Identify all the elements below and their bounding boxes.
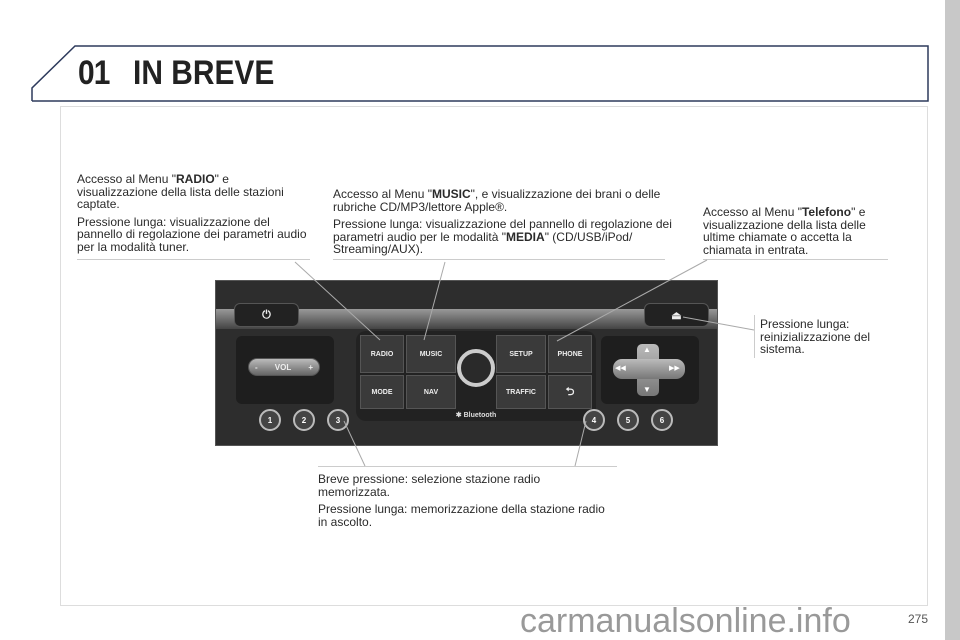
setup-button[interactable]: SETUP: [496, 335, 546, 373]
divider: [754, 315, 755, 358]
callout-music: Accesso al Menu "MUSIC", e visualizzazio…: [333, 187, 672, 256]
divider: [703, 259, 888, 260]
rotary-knob[interactable]: [457, 349, 495, 387]
music-button[interactable]: MUSIC: [406, 335, 456, 373]
content-frame: [60, 106, 928, 606]
main-controls: RADIO MUSIC SETUP PHONE MODE NAV TRAFFIC…: [356, 331, 596, 421]
eject-button[interactable]: ⏏: [644, 303, 709, 327]
volume-minus[interactable]: -: [255, 362, 258, 372]
divider: [333, 259, 665, 260]
volume-plus[interactable]: +: [308, 362, 313, 372]
phone-button[interactable]: PHONE: [548, 335, 592, 373]
radio-panel: ⏻ ⏏ -VOL+ RADIO MUSIC SETUP PHONE MODE N…: [215, 280, 718, 446]
preset-4-button[interactable]: 4: [583, 409, 605, 431]
radio-button[interactable]: RADIO: [360, 335, 404, 373]
divider: [318, 466, 617, 467]
bluetooth-label: ✱ Bluetooth: [455, 412, 497, 419]
preset-1-button[interactable]: 1: [259, 409, 281, 431]
page-title: IN BREVE: [133, 54, 275, 92]
nav-button[interactable]: NAV: [406, 375, 456, 409]
callout-presets: Breve pressione: selezione stazione radi…: [318, 472, 605, 529]
back-button[interactable]: ⮌: [548, 375, 592, 409]
preset-5-button[interactable]: 5: [617, 409, 639, 431]
callout-eject: Pressione lunga: reinizializzazione del …: [760, 317, 871, 356]
up-arrow-icon[interactable]: ▲: [643, 345, 651, 354]
callout-radio: Accesso al Menu "RADIO" e visualizzazion…: [77, 172, 307, 254]
page-number: 275: [908, 612, 929, 626]
callout-phone: Accesso al Menu "Telefono" e visualizzaz…: [703, 205, 866, 257]
down-arrow-icon[interactable]: ▼: [643, 385, 651, 394]
volume-pad: -VOL+: [236, 336, 334, 404]
navigation-pad: ▲ ▼ ◀◀ ▶▶: [601, 336, 699, 404]
mode-button[interactable]: MODE: [360, 375, 404, 409]
previous-icon[interactable]: ◀◀: [615, 365, 626, 372]
watermark: carmanualsonline.info: [520, 602, 851, 640]
power-button[interactable]: ⏻: [234, 303, 299, 327]
traffic-button[interactable]: TRAFFIC: [496, 375, 546, 409]
page-edge-bar: [945, 0, 960, 640]
preset-6-button[interactable]: 6: [651, 409, 673, 431]
next-icon[interactable]: ▶▶: [669, 365, 680, 372]
preset-3-button[interactable]: 3: [327, 409, 349, 431]
volume-button[interactable]: -VOL+: [248, 358, 320, 376]
section-number: 01: [78, 54, 110, 92]
divider: [77, 259, 310, 260]
preset-2-button[interactable]: 2: [293, 409, 315, 431]
